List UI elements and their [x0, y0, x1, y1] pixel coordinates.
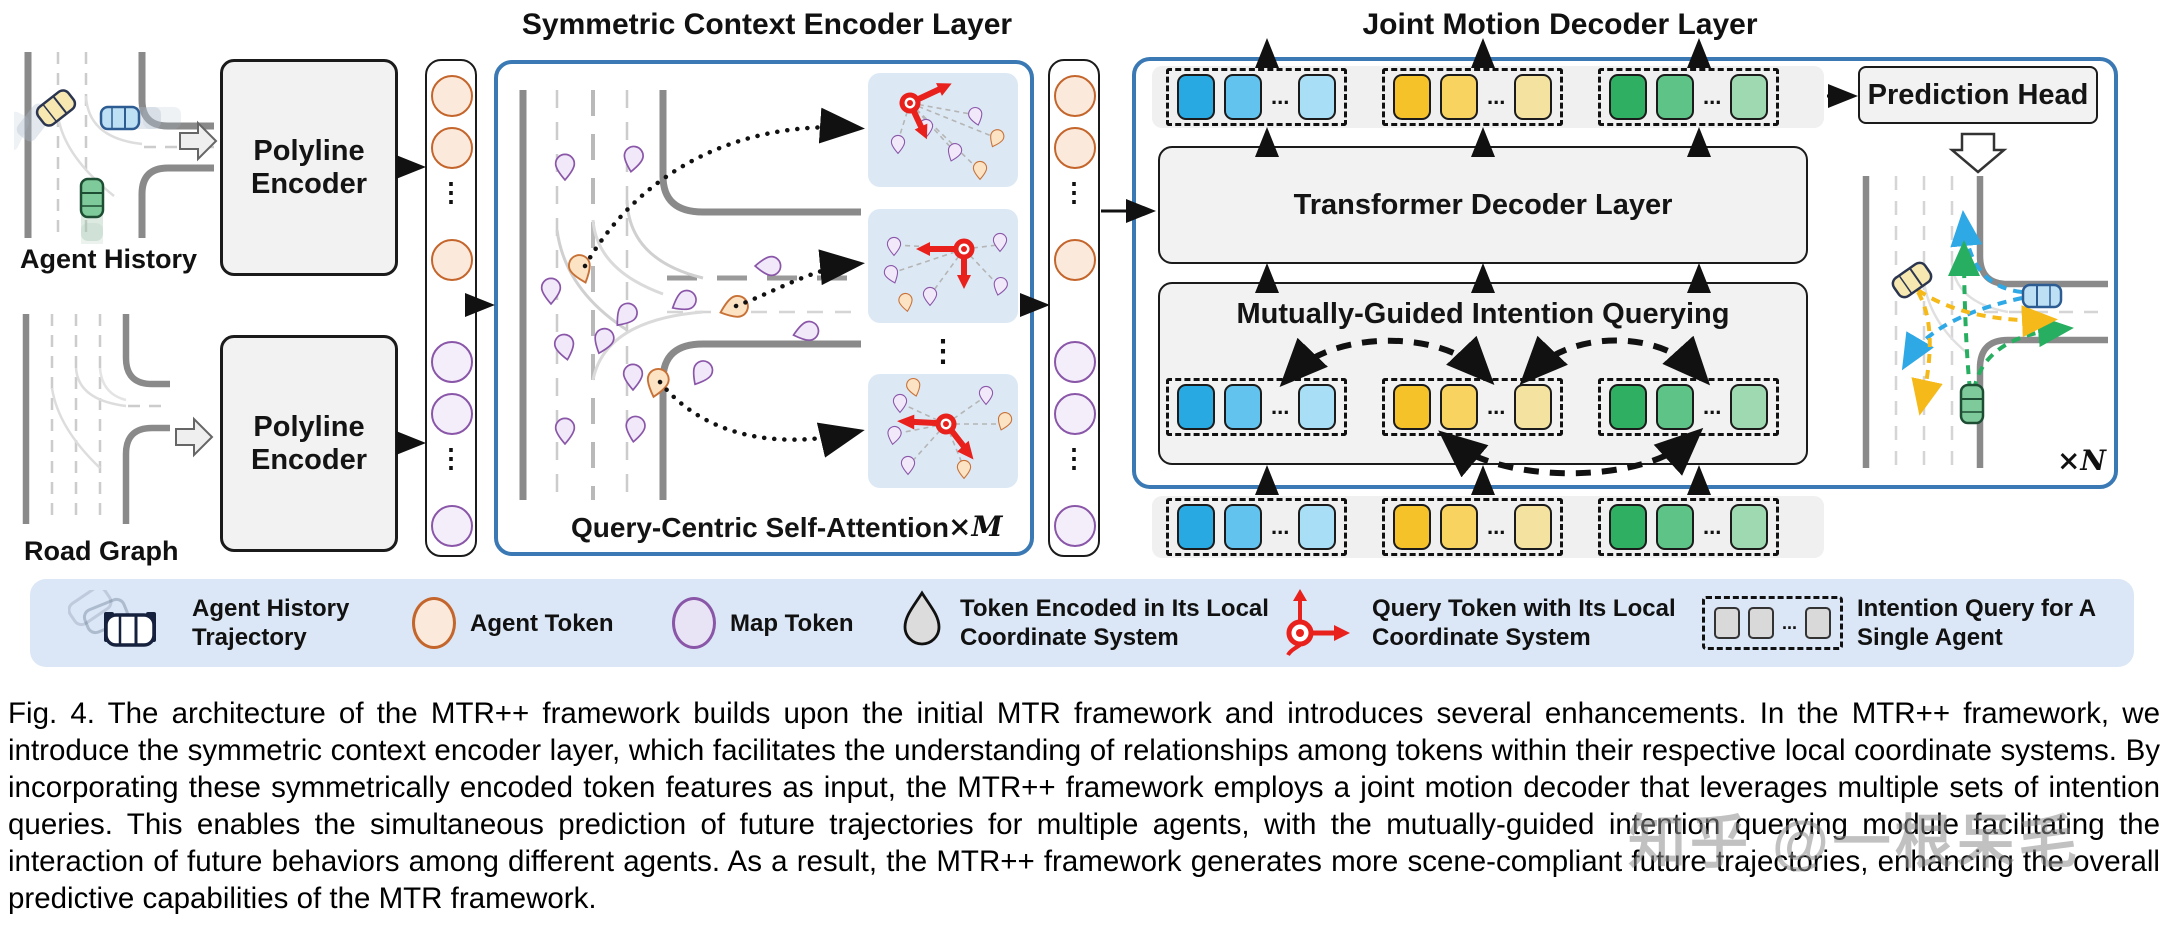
map-token-icon [672, 597, 716, 649]
transformer-decoder-layer: Transformer Decoder Layer [1158, 146, 1808, 264]
green-car [1959, 383, 1985, 425]
legend-label: Agent Token [470, 609, 614, 637]
agent-history-label: Agent History [20, 244, 198, 274]
legend-label: Token Encoded in Its Local Coordinate Sy… [960, 595, 1269, 651]
transformer-decoder-label: Transformer Decoder Layer [1293, 188, 1673, 221]
query-token-icon [1286, 589, 1350, 657]
car-trail-icon [68, 590, 156, 647]
intention-query-group-yellow: ... [1382, 68, 1564, 126]
inset-ellipsis: ⋮ [928, 335, 958, 368]
group-ellipsis: ... [1703, 394, 1722, 419]
intention-query-group-green: ... [1598, 498, 1780, 556]
group-ellipsis: ... [1703, 84, 1722, 109]
decoder-title: Joint Motion Decoder Layer [1362, 8, 1758, 41]
road-graph-label: Road Graph [24, 536, 179, 566]
prediction-head-box: Prediction Head [1858, 66, 2098, 124]
legend-item-map-token: Map Token [672, 579, 880, 667]
polyline-encoder-1: Polyline Encoder [220, 59, 398, 276]
polyline-encoder-1-label: Polyline Encoder [250, 134, 368, 200]
intention-query-group-green: ... [1598, 378, 1780, 436]
attention-inset-2 [868, 209, 1018, 323]
blue-car [2021, 283, 2063, 309]
decoder-input-strip [1152, 496, 1824, 558]
group-ellipsis: ... [1487, 84, 1506, 109]
column-ellipsis: ⋮ [438, 443, 464, 473]
map-token [431, 341, 473, 383]
agent-token [1054, 127, 1096, 169]
agent-token [1054, 239, 1096, 281]
map-token [431, 505, 473, 547]
green-car [79, 177, 105, 244]
agent-token [431, 239, 473, 281]
intention-query-group-yellow: ... [1382, 498, 1564, 556]
yellow-car [14, 89, 77, 151]
polyline-encoder-2: Polyline Encoder [220, 335, 398, 552]
query-token-glyph [899, 83, 952, 140]
token-column-1: ⋮ ⋮ [425, 59, 477, 557]
map-token-pins [540, 144, 822, 445]
map-token [1054, 505, 1096, 547]
agent-history-scene [14, 52, 214, 244]
prediction-output-scene [1862, 176, 2108, 468]
intention-query-group-green: ... [1598, 68, 1780, 126]
group-ellipsis: ... [1782, 613, 1798, 633]
legend-label: Agent History Trajectory [192, 595, 350, 651]
encoder-road-scene [519, 90, 861, 500]
map-token [431, 393, 473, 435]
encoder-title: Symmetric Context Encoder Layer [521, 8, 1013, 41]
block-arrow-road-graph [175, 416, 214, 458]
encoder-repeat-label: ×M [948, 510, 1003, 543]
intention-query-group-blue: ... [1166, 68, 1348, 126]
agent-token [431, 75, 473, 117]
agent-token [431, 127, 473, 169]
query-token-glyph [897, 413, 974, 460]
query-token-glyph [916, 238, 975, 289]
decoder-output-strip [1152, 66, 1824, 128]
attention-inset-1 [868, 73, 1018, 187]
query-centric-attention-label: Query-Centric Self-Attention [570, 512, 950, 543]
mutually-guided-label: Mutually-Guided Intention Querying [1236, 298, 1730, 330]
legend-item-query-token: Query Token with Its Local Coordinate Sy… [1276, 579, 1682, 667]
column-ellipsis: ⋮ [1061, 177, 1087, 207]
polyline-encoder-2-label: Polyline Encoder [250, 410, 368, 476]
blue-car [99, 105, 181, 131]
intention-query-group-blue: ... [1166, 378, 1348, 436]
decoder-repeat-label: ×N [2056, 444, 2106, 477]
mutually-guided-querying-box: Mutually-Guided Intention Querying [1158, 282, 1808, 465]
intention-query-group-yellow: ... [1382, 378, 1564, 436]
encoded-token-icon [903, 590, 941, 646]
legend-bar: Agent History Trajectory Agent Token Map… [30, 579, 2134, 667]
token-column-2: ⋮ ⋮ [1048, 59, 1100, 557]
intention-query-icon: ... [1702, 596, 1844, 650]
map-token [1054, 393, 1096, 435]
group-ellipsis: ... [1271, 394, 1290, 419]
legend-label: Map Token [730, 609, 854, 637]
agent-token [1054, 75, 1096, 117]
intention-query-group-blue: ... [1166, 498, 1348, 556]
road-graph-scene [22, 314, 170, 524]
group-ellipsis: ... [1271, 84, 1290, 109]
group-ellipsis: ... [1487, 394, 1506, 419]
legend-label: Query Token with Its Local Coordinate Sy… [1372, 595, 1676, 651]
column-ellipsis: ⋮ [438, 177, 464, 207]
legend-item-agent-history: Agent History Trajectory [68, 579, 362, 667]
legend-item-encoded-token: Token Encoded in Its Local Coordinate Sy… [898, 579, 1270, 667]
legend-item-intention-query: ... Intention Query for A Single Agent [1702, 579, 2097, 667]
map-token [1054, 341, 1096, 383]
column-ellipsis: ⋮ [1061, 443, 1087, 473]
agent-token-icon [412, 597, 456, 649]
figure-caption: Fig. 4. The architecture of the MTR++ fr… [8, 697, 2160, 915]
legend-item-agent-token: Agent Token [412, 579, 630, 667]
group-ellipsis: ... [1271, 514, 1290, 539]
group-ellipsis: ... [1703, 514, 1722, 539]
attention-inset-3 [868, 374, 1018, 488]
prediction-head-label: Prediction Head [1867, 78, 2089, 111]
group-ellipsis: ... [1487, 514, 1506, 539]
yellow-car [1891, 261, 1933, 299]
legend-label: Intention Query for A Single Agent [1857, 595, 2096, 651]
